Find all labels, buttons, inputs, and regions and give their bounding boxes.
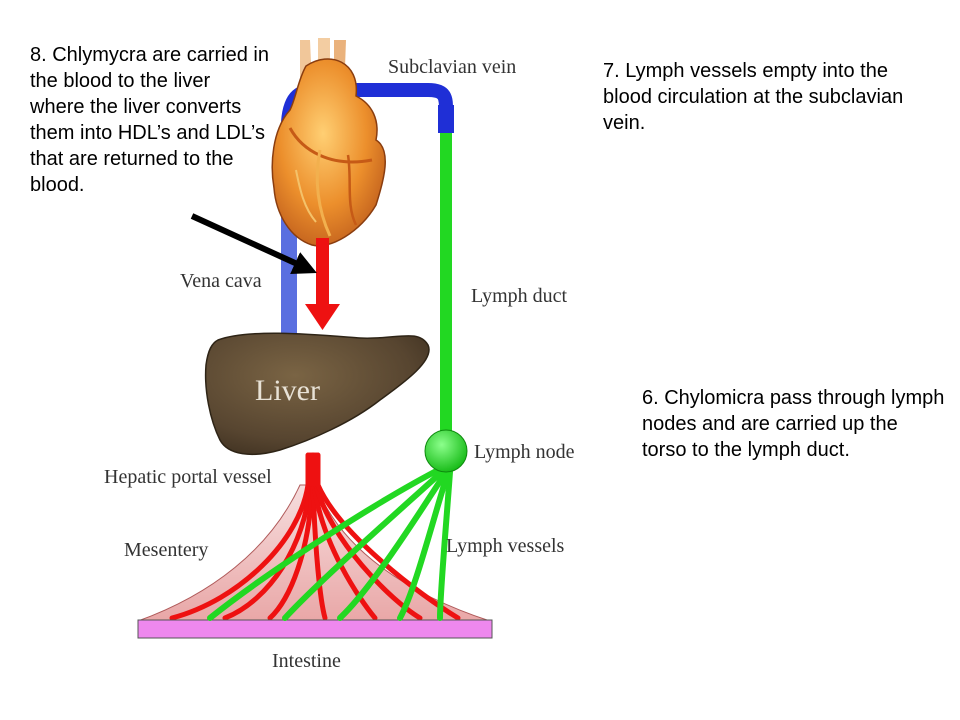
hepatic-portal-vessel-label: Hepatic portal vessel [104,466,272,488]
liver [204,332,430,456]
heart-illustration [271,38,386,247]
intestine-label: Intestine [272,650,341,672]
liver-label: Liver [255,374,320,407]
intestine [137,619,493,639]
lymph-node [424,429,468,473]
step-8-note: 8. Chlymycra are carried in the blood to… [30,44,269,196]
note-pointer-arrow [190,213,317,274]
mesentery-label: Mesentery [124,539,208,561]
lymph-node-label: Lymph node [474,441,575,463]
step-7-note: 7. Lymph vessels empty into the blood ci… [603,60,904,134]
lymph-vessels [207,465,453,621]
lymph-vessels-label: Lymph vessels [446,535,565,557]
subclavian-vein-label: Subclavian vein [388,56,516,78]
blood-flow-arrow [305,238,340,330]
step-6-note: 6. Chylomicra pass through lymph nodes a… [642,387,945,461]
lymph-duct [440,130,452,442]
lymph-duct-label: Lymph duct [471,285,568,307]
vena-cava-label: Vena cava [180,270,262,292]
